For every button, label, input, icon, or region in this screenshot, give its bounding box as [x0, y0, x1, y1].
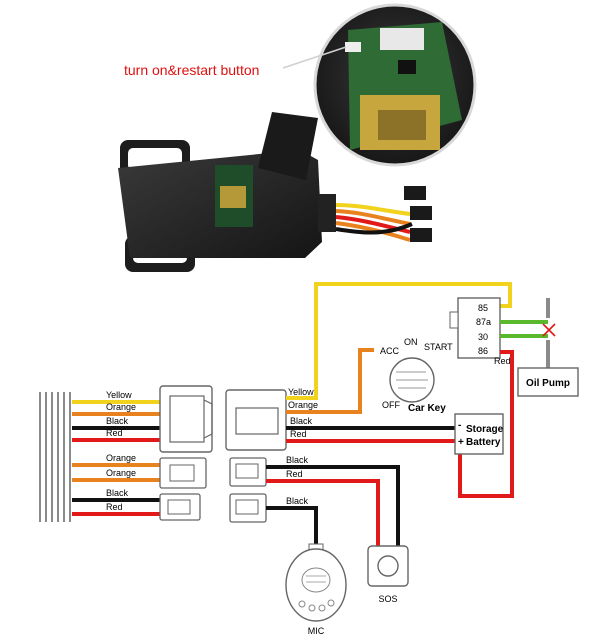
label-black-sos: Black: [286, 455, 309, 465]
label-orange-2a: Orange: [106, 453, 136, 463]
wire-yellow-acc-relay: [286, 282, 512, 400]
zoom-usb-connector: [380, 28, 424, 50]
microphone: MIC: [285, 543, 347, 636]
zoom-sim-contacts: [378, 110, 426, 140]
label-orange-right: Orange: [288, 400, 318, 410]
battery-plus: +: [458, 437, 464, 448]
sos-label: SOS: [378, 594, 397, 604]
cut-mark-icon: [542, 323, 556, 337]
label-orange-2b: Orange: [106, 468, 136, 478]
relay-pin-87a: 87a: [476, 317, 491, 327]
callout-label: turn on&restart button: [124, 62, 259, 78]
label-red-sos: Red: [286, 469, 303, 479]
label-red-3: Red: [106, 502, 123, 512]
sim-slot-small: [220, 186, 246, 208]
oil-pump-label: Oil Pump: [526, 378, 570, 389]
wire-red-sos: [266, 479, 380, 548]
ignition-switch: ACC ON START OFF Car Key: [380, 337, 453, 414]
callout-pointer: [282, 46, 347, 69]
battery-line1: Storage: [466, 424, 504, 435]
label-red-right: Red: [290, 429, 307, 439]
harness-wires-group-2: Orange Orange: [72, 453, 207, 489]
plug-3: [410, 228, 432, 242]
switch-on: ON: [404, 337, 418, 347]
label-black-mic: Black: [286, 496, 309, 506]
cable-grommet: [318, 194, 336, 232]
label-black-right: Black: [290, 416, 313, 426]
relay-pin-86: 86: [478, 346, 488, 356]
relay-pin-30: 30: [478, 332, 488, 342]
relay-pin-85: 85: [478, 303, 488, 313]
label-yellow-right: Yellow: [288, 387, 314, 397]
sos-button: SOS: [367, 545, 409, 604]
device-connector-main: [225, 389, 287, 451]
four-pin-connector-female: [159, 385, 213, 453]
wire-black-sos: [266, 465, 400, 548]
zoom-chip: [398, 60, 416, 74]
switch-acc: ACC: [380, 346, 400, 356]
zoom-restart-button: [345, 42, 361, 52]
device-connector-mic: [229, 493, 267, 523]
oil-pump-box: [517, 367, 579, 397]
relay: 85 87a 30 86: [449, 297, 501, 359]
plug-2: [410, 206, 432, 220]
left-bundle: [39, 392, 71, 522]
battery-line2: Battery: [466, 437, 501, 448]
battery-minus: -: [458, 420, 461, 431]
label-yellow: Yellow: [106, 390, 132, 400]
label-red-86: Red: [494, 356, 511, 366]
wire-orange-acc: [286, 348, 374, 414]
plug-1: [404, 186, 426, 200]
device-photo: turn on&restart button: [118, 3, 477, 272]
label-black: Black: [106, 416, 129, 426]
label-red: Red: [106, 428, 123, 438]
switch-off: OFF: [382, 400, 400, 410]
label-orange: Orange: [106, 402, 136, 412]
wire-red-relay86: [458, 350, 514, 498]
device-connector-sos: [229, 457, 267, 487]
mic-label: MIC: [308, 626, 325, 636]
switch-start: START: [424, 342, 453, 352]
harness-wires-group-3: Black Red: [72, 488, 201, 521]
wire-black-mic: [266, 506, 318, 548]
storage-battery: - + Storage Battery: [454, 413, 504, 455]
rubber-lid: [258, 112, 318, 180]
label-black-3: Black: [106, 488, 129, 498]
switch-name: Car Key: [408, 403, 446, 414]
harness-wires-group-1: Yellow Orange Black Red: [72, 390, 165, 442]
